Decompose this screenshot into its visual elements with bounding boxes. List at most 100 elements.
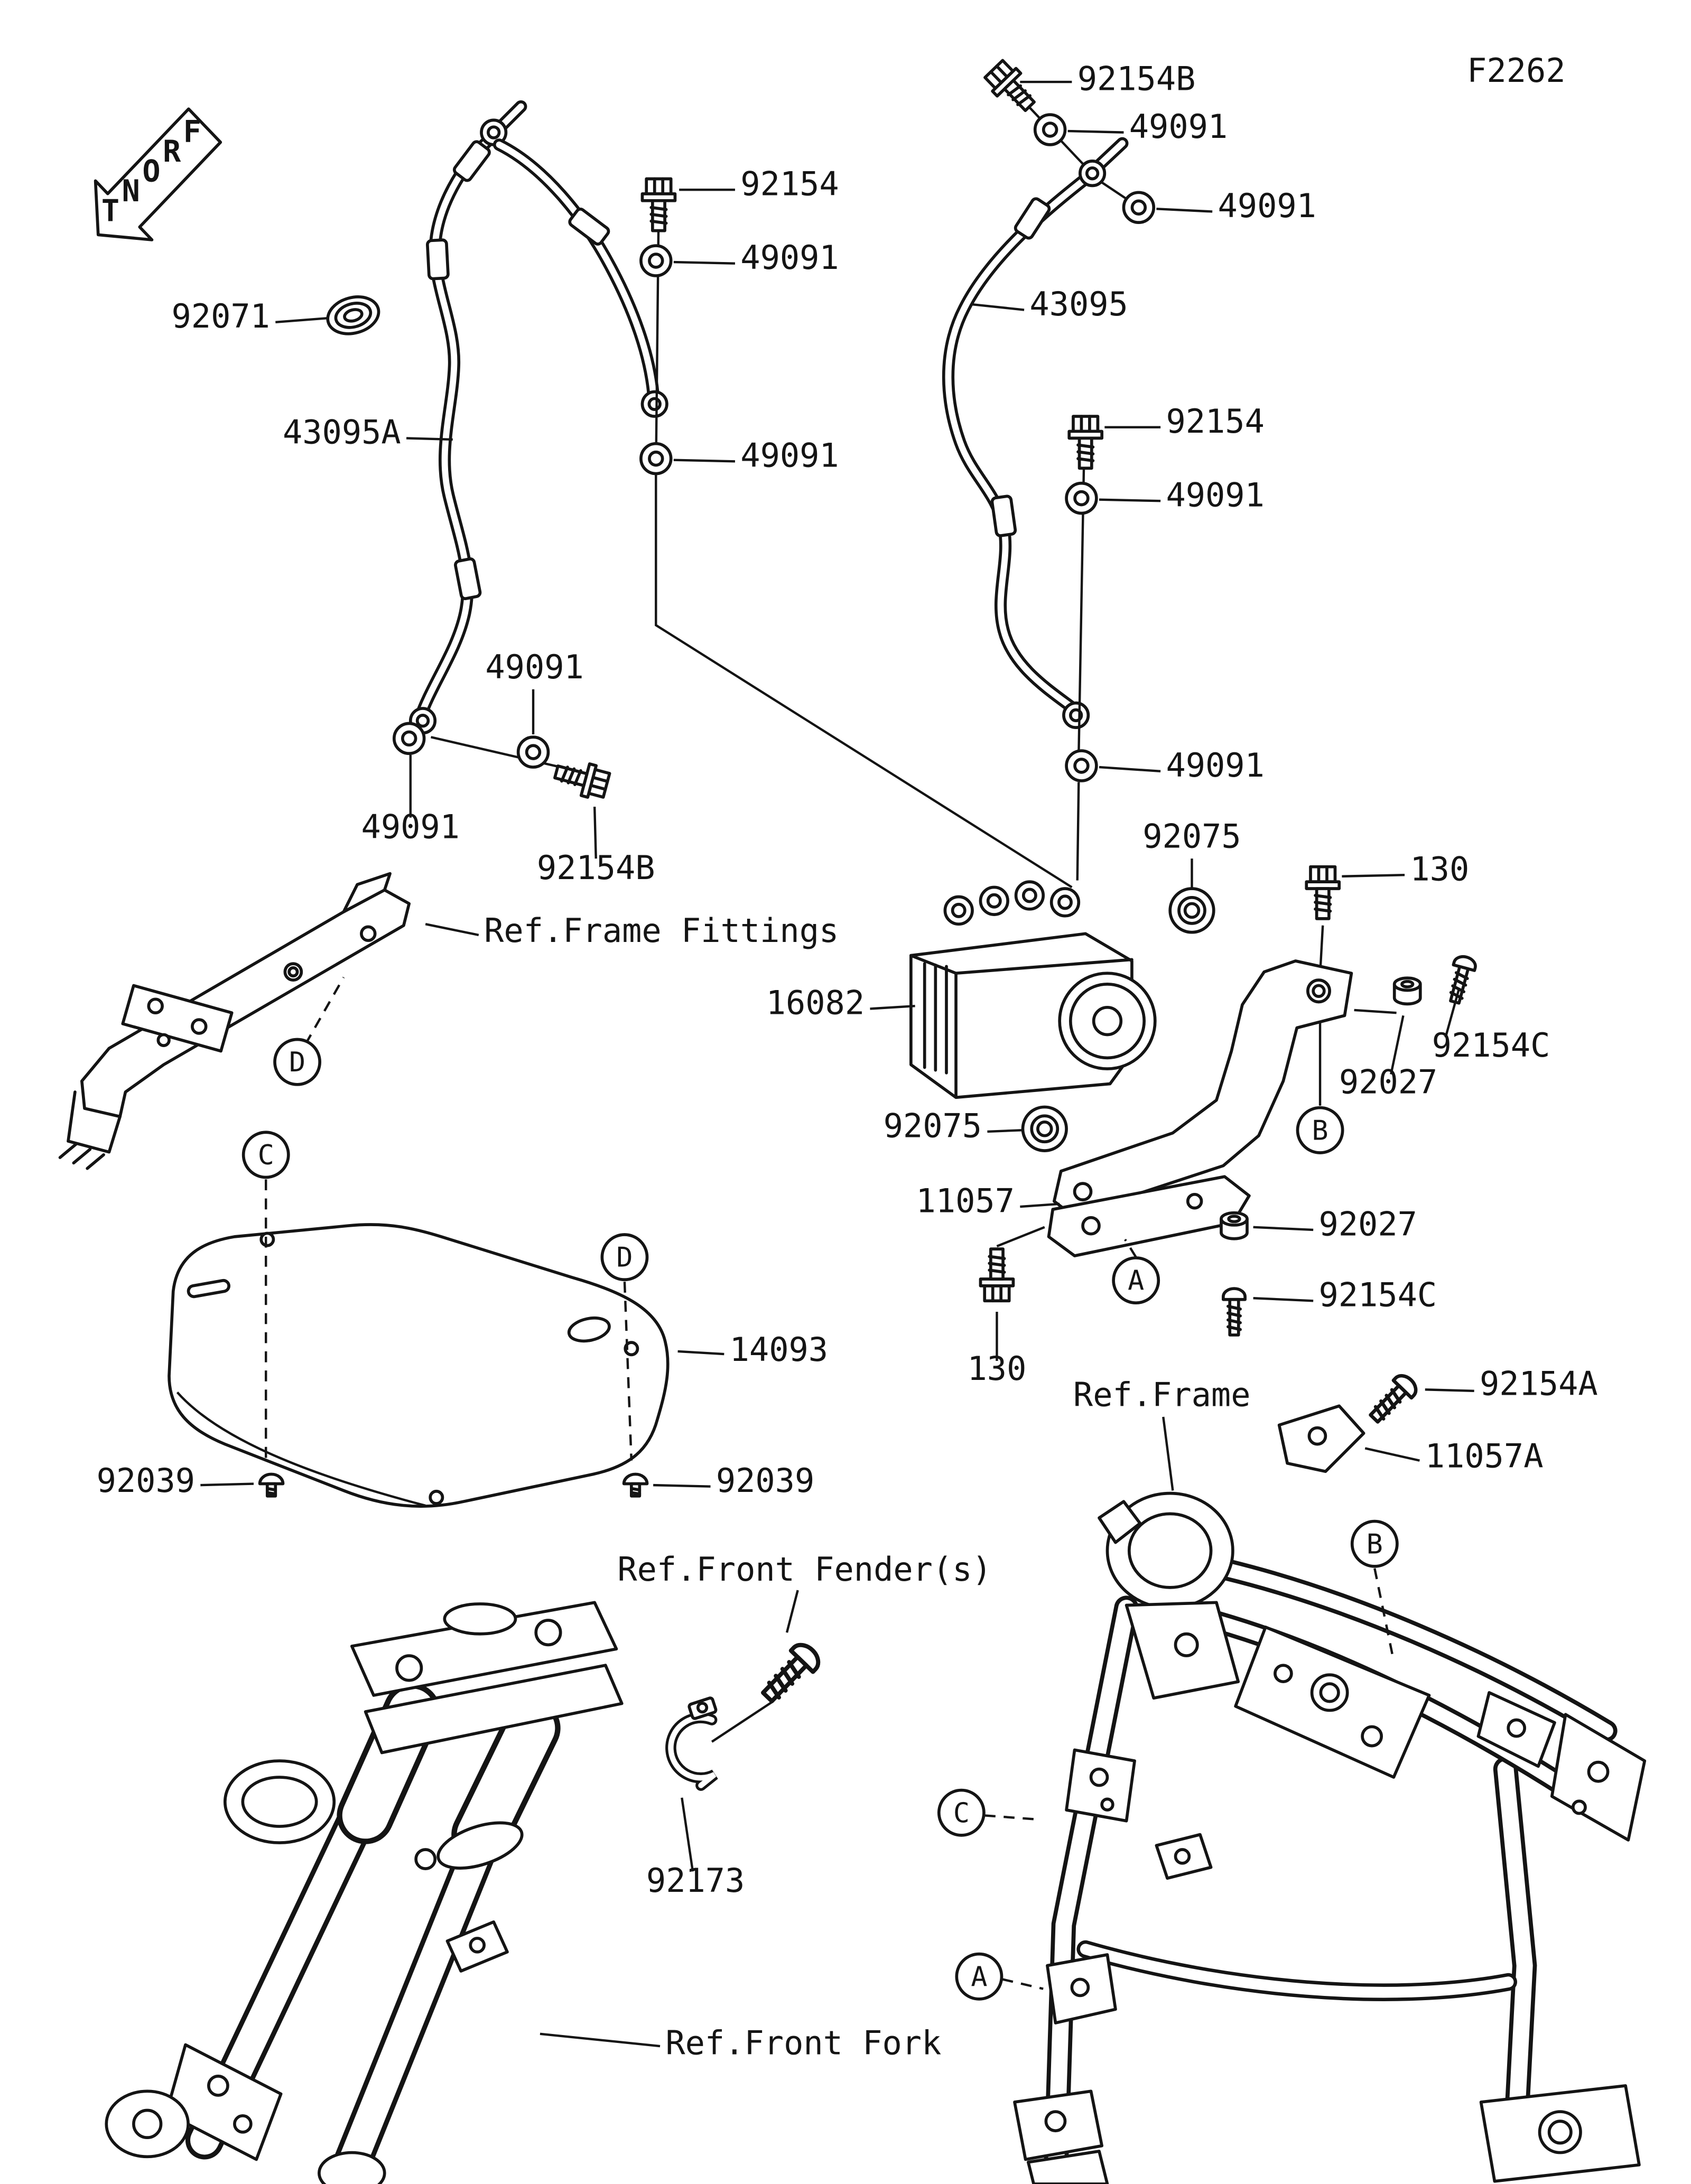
- washer-icon: [1123, 192, 1154, 222]
- abs-unit: [909, 880, 1157, 1099]
- part-label-130-2: 130: [968, 1349, 1027, 1388]
- ref-frame: Ref.Frame: [1073, 1375, 1251, 1414]
- brake-hose-upper-branch: [493, 138, 667, 417]
- brake-hose-43095: [942, 137, 1129, 728]
- abs-mount-plate: [168, 1223, 670, 1508]
- part-label-92154c-1: 92154C: [1432, 1026, 1550, 1065]
- frame-drawing: [1013, 1491, 1647, 2184]
- ref-frame-fittings: Ref.Frame Fittings: [484, 911, 839, 950]
- svg-text:A: A: [971, 1961, 987, 1993]
- callouts: D C D A B B C A: [241, 1038, 1399, 2001]
- part-label-92027-1: 92027: [1339, 1063, 1437, 1102]
- part-label-43095: 43095: [1029, 285, 1128, 323]
- diagram-code: F2262: [1467, 51, 1565, 90]
- callout-a-frame: A: [955, 1952, 1004, 2001]
- washer-icon: [1066, 483, 1097, 514]
- part-label-92075-2: 92075: [884, 1106, 982, 1145]
- hex-bolt-icon: [980, 1249, 1013, 1301]
- part-label-43095a: 43095A: [283, 413, 401, 452]
- svg-text:B: B: [1312, 1115, 1328, 1146]
- washer-icon: [641, 246, 671, 276]
- ribbed-grommet-icon: [323, 292, 383, 339]
- washer-icon: [1035, 115, 1065, 145]
- part-label-92154c-2: 92154C: [1318, 1276, 1437, 1314]
- hex-bolt-icon: [1069, 416, 1102, 468]
- callout-d-bracket: D: [273, 1038, 321, 1086]
- hose-sleeve: [427, 240, 448, 279]
- brake-hose-43095A: [411, 100, 527, 733]
- part-label-14093: 14093: [730, 1330, 828, 1369]
- hose-sleeve: [455, 558, 481, 600]
- callout-b-frame: B: [1350, 1519, 1399, 1568]
- svg-text:D: D: [289, 1047, 305, 1078]
- washer-icon: [641, 444, 671, 474]
- callout-c-frame: C: [937, 1788, 986, 1837]
- part-label-92154-1: 92154: [740, 164, 839, 203]
- part-label-130-1: 130: [1410, 850, 1469, 888]
- part-label-92039-1: 92039: [97, 1461, 195, 1500]
- callout-b-bracket: B: [1296, 1106, 1344, 1154]
- rivet-icon: [260, 1474, 283, 1496]
- svg-text:C: C: [258, 1140, 274, 1171]
- part-label-49091-7: 49091: [361, 807, 460, 846]
- pan-screw-icon: [1365, 1371, 1420, 1427]
- bracket-11057A: [1277, 1404, 1365, 1473]
- washer-icon: [1066, 751, 1097, 781]
- abs-ports: [943, 880, 1081, 926]
- svg-text:C: C: [953, 1797, 970, 1829]
- abs-bracket-11057: [1047, 959, 1353, 1257]
- hose-sleeve: [453, 140, 491, 182]
- hex-bolt-icon: [1306, 867, 1339, 919]
- part-label-92027-2: 92027: [1318, 1205, 1417, 1243]
- part-label-49091-4: 49091: [740, 436, 839, 475]
- part-label-49091-5: 49091: [1166, 476, 1264, 515]
- banjo-eye: [1064, 703, 1088, 728]
- part-label-49091-6: 49091: [485, 648, 583, 686]
- svg-text:D: D: [616, 1242, 633, 1274]
- hex-bolt-icon: [982, 58, 1042, 118]
- damper-grommet-icon: [1023, 1107, 1066, 1151]
- rivet-icon: [624, 1474, 647, 1496]
- ref-front-fender: Ref.Front Fender(s): [617, 1550, 991, 1589]
- damper-grommet-icon: [1170, 889, 1214, 932]
- pan-screw-icon: [1444, 954, 1478, 1005]
- part-label-49091-2: 49091: [1218, 186, 1316, 225]
- ref-front-fork: Ref.Front Fork: [665, 2024, 941, 2062]
- part-labels: F2262 92154B 49091 49091 43095 92154 490…: [97, 51, 1598, 2062]
- washer-icon: [394, 723, 424, 753]
- hose-sleeve: [1014, 197, 1051, 239]
- collar-icon: [1221, 1213, 1247, 1239]
- part-label-49091-3: 49091: [740, 238, 839, 277]
- part-label-92173: 92173: [646, 1861, 745, 1900]
- pan-screw-icon: [757, 1640, 824, 1708]
- part-label-92154a: 92154A: [1480, 1365, 1598, 1403]
- hose-sleeve: [991, 496, 1016, 536]
- svg-text:B: B: [1367, 1528, 1383, 1560]
- hex-bolt-icon: [642, 179, 675, 230]
- part-label-11057: 11057: [916, 1181, 1015, 1220]
- svg-text:A: A: [1128, 1265, 1144, 1297]
- part-label-92154b-2: 92154B: [537, 848, 655, 887]
- part-label-49091-1: 49091: [1129, 107, 1228, 146]
- part-label-49091-8: 49091: [1166, 746, 1264, 785]
- callout-link-lines: [265, 976, 1393, 1990]
- callout-c-plate: C: [241, 1131, 290, 1179]
- hex-bolt-icon: [552, 756, 611, 801]
- hose-clamp-92173: [665, 1696, 718, 1791]
- frame-fittings-bracket: [58, 872, 411, 1170]
- part-label-11057a: 11057A: [1425, 1436, 1544, 1475]
- leader-lines: [200, 80, 1474, 2048]
- part-label-92071: 92071: [172, 297, 270, 335]
- part-label-92154b-1: 92154B: [1077, 59, 1196, 98]
- washer-icon: [518, 737, 549, 767]
- part-label-16082: 16082: [766, 984, 865, 1022]
- part-label-92039-2: 92039: [716, 1461, 814, 1500]
- callout-d-plate: D: [600, 1233, 649, 1282]
- callout-a-bracket: A: [1112, 1256, 1160, 1305]
- banjo-eye: [642, 392, 666, 417]
- part-label-92075-1: 92075: [1142, 817, 1241, 855]
